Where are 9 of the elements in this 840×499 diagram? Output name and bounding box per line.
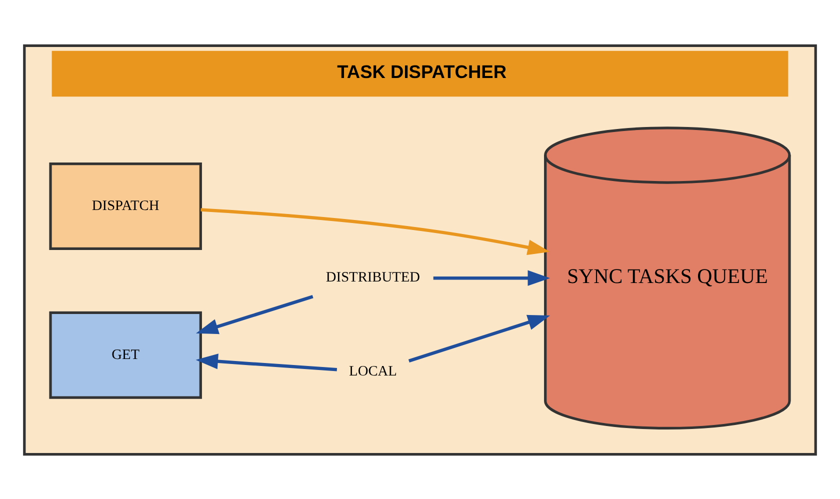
arrow [196,353,338,371]
arrow [433,270,550,286]
node-box: GET [49,310,202,398]
node-text: DISTRIBUTED [326,269,420,286]
arrow [408,314,550,362]
node-box: DISPATCH [49,162,202,250]
arrow [196,294,314,334]
arrow [200,208,550,255]
node-text: LOCAL [349,363,397,380]
